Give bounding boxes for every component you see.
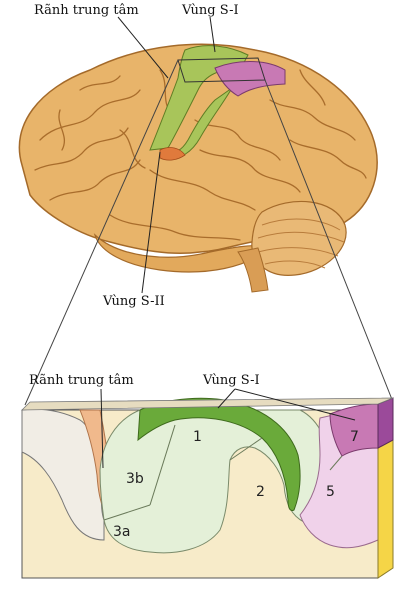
cortex-cross-section [21, 397, 394, 579]
brainstem [237, 247, 269, 293]
area-label-5: 5 [326, 484, 335, 500]
area-label-1: 1 [193, 429, 202, 445]
section-labels: Rãnh trung tâm Vùng S-I [29, 373, 356, 469]
section-label-central-sulcus: Rãnh trung tâm [29, 373, 134, 388]
section-leader-s1-b [234, 388, 356, 421]
area-label-2: 2 [256, 484, 265, 500]
area-boundaries [103, 424, 343, 521]
leader-s1 [209, 16, 216, 53]
side-face-yellow [377, 439, 394, 579]
section-label-s1: Vùng S-I [202, 373, 260, 388]
area-label-3b: 3b [126, 471, 144, 487]
s1-green-strip [149, 45, 249, 151]
leader-s2 [141, 151, 161, 294]
top-face-edge [21, 397, 394, 411]
area-numbers: 1 2 3b 3a 5 7 [113, 429, 359, 540]
brain-gyri [34, 69, 367, 241]
brain-label-s1: Vùng S-I [181, 3, 239, 18]
brain-illustration [18, 43, 378, 293]
area-label-7: 7 [350, 429, 359, 445]
cerebellum-folia [257, 218, 345, 269]
section-leader-central-sulcus [100, 388, 104, 469]
side-face-purple [377, 397, 394, 449]
cerebrum [18, 43, 378, 255]
brain-labels: Rãnh trung tâm Vùng S-I Vùng S-II [34, 3, 239, 309]
cerebellum [251, 200, 347, 276]
zoom-projection-lines [24, 59, 394, 406]
section-leader-s1-a [217, 388, 236, 409]
cortex-left [21, 408, 105, 541]
brain-label-central-sulcus: Rãnh trung tâm [34, 3, 139, 18]
area-label-3a: 3a [113, 524, 131, 540]
s1-pink-strip [214, 61, 286, 97]
leader-central-sulcus [117, 16, 169, 79]
brain-label-s2: Vùng S-II [102, 294, 165, 309]
s2-area [159, 147, 186, 161]
